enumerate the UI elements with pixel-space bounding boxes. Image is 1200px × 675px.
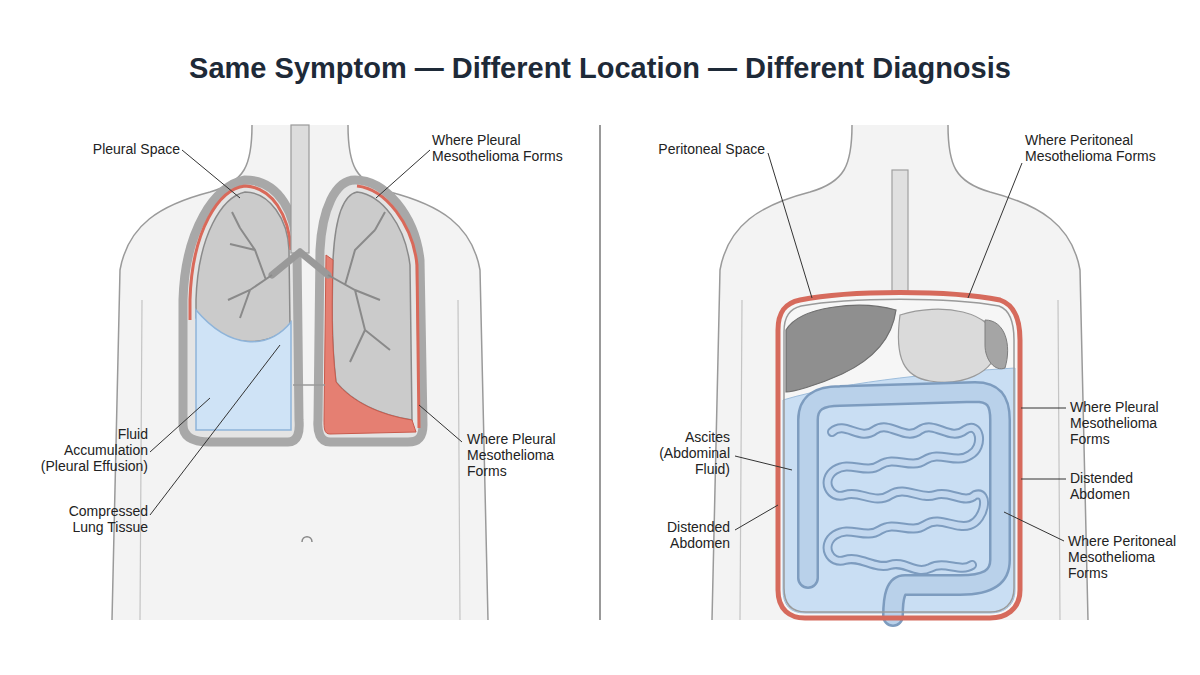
callout-label: Where Pleural Mesothelioma Forms	[467, 431, 567, 479]
callout-label: Where Peritoneal Mesothelioma Forms	[1025, 132, 1170, 164]
liver	[786, 305, 896, 392]
small-intestine	[828, 427, 984, 570]
callout-label: Pleural Space	[60, 141, 180, 157]
callout-label: Ascites (Abdominal Fluid)	[650, 429, 730, 477]
callout-label: Compressed Lung Tissue	[53, 503, 148, 535]
diaphragm-line	[293, 384, 325, 386]
leader-line	[150, 150, 462, 515]
lung	[332, 192, 412, 420]
pleura-line	[190, 186, 291, 320]
bronchial-tree	[228, 212, 272, 318]
torso-fill	[712, 125, 1088, 620]
callout-label: Where Pleural Mesothelioma Forms	[432, 132, 577, 164]
pleural-effusion	[196, 310, 291, 430]
callout-label: Where Pleural Mesothelioma Forms	[1070, 399, 1170, 447]
stomach	[898, 309, 998, 382]
small-intestine	[828, 427, 984, 570]
chest-cavity	[183, 180, 299, 442]
panel-divider	[599, 125, 601, 620]
callout-label: Where Peritoneal Mesothelioma Forms	[1068, 533, 1183, 581]
large-intestine	[808, 392, 1000, 616]
trachea	[291, 125, 309, 253]
large-intestine	[808, 392, 1000, 616]
spleen	[985, 320, 1008, 369]
cavity-wall	[784, 299, 1014, 612]
callout-label: Peritoneal Space	[635, 141, 765, 157]
chest-cavity	[318, 180, 423, 442]
abdominal-cavity	[778, 293, 1020, 619]
diagram-title: Same Symptom — Different Location — Diff…	[0, 52, 1200, 85]
pleura-line	[357, 186, 419, 428]
peritoneum	[778, 293, 1020, 619]
navel	[302, 537, 312, 542]
bronchial-tree	[328, 212, 390, 362]
tumor-thickening	[324, 255, 416, 434]
callout-label: Distended Abdomen	[1070, 470, 1155, 502]
leader-line	[735, 153, 1066, 541]
torso-fill	[112, 125, 488, 620]
callout-label: Fluid Accumulation (Pleural Effusion)	[33, 426, 148, 474]
callout-label: Distended Abdomen	[645, 519, 730, 551]
bronchus	[272, 252, 328, 275]
